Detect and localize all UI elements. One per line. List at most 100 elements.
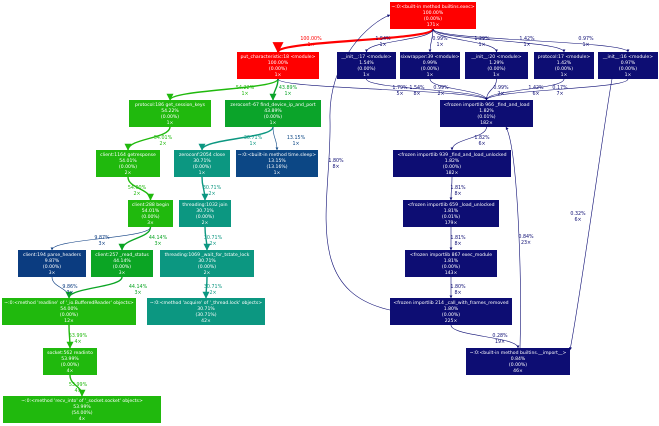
node-stat: 9.87% <box>45 258 60 264</box>
node-box[interactable] <box>129 100 211 127</box>
call-node[interactable]: <frozen importlib 214 _call_with_frames_… <box>390 298 512 325</box>
call-node[interactable]: ~:0:<built-in method builtins.__import__… <box>466 348 570 375</box>
node-stat: (0.00%) <box>43 264 61 270</box>
call-edge <box>272 126 279 151</box>
node-stat: (0.00%) <box>193 164 211 170</box>
node-stat: 143× <box>445 270 458 276</box>
node-box[interactable] <box>598 52 658 79</box>
node-title: sixwrapper:39 <module> <box>400 54 459 60</box>
node-stat: (0.00%) <box>442 264 460 270</box>
call-node[interactable]: __init__:17 <module>1.54%(0.00%)1× <box>337 52 396 79</box>
node-box[interactable] <box>179 200 231 227</box>
node-box[interactable] <box>440 100 533 127</box>
node-box[interactable] <box>236 150 318 177</box>
node-stat: (0.00%) <box>198 264 216 270</box>
call-node[interactable]: <frozen importlib 939 _find_and_load_unl… <box>393 150 511 177</box>
node-box[interactable] <box>91 250 153 277</box>
edge-label: 54.00%2× <box>128 185 147 197</box>
node-stat: 53.99% <box>61 356 79 362</box>
edge-label: 30.71%2× <box>204 235 223 247</box>
node-stat: 1× <box>167 120 174 126</box>
node-box[interactable] <box>160 250 254 277</box>
node-title: protocol:186 get_session_keys <box>135 102 206 108</box>
call-node[interactable]: threading:1069 _wait_for_tstate_lock30.7… <box>160 250 254 277</box>
node-title: ~:0:<method 'recv_into' of '_socket.sock… <box>21 398 143 404</box>
call-node[interactable]: <frozen importlib 659 _load_unlocked1.81… <box>403 200 499 227</box>
node-box[interactable] <box>43 348 97 375</box>
node-title: ~:0:<built-in method time.sleep> <box>238 152 316 158</box>
node-stat: 2× <box>204 270 211 276</box>
node-title: <frozen importlib 939 _find_and_load_unl… <box>397 152 506 158</box>
node-box[interactable] <box>405 250 497 277</box>
node-box[interactable] <box>403 200 499 227</box>
call-edge <box>203 226 211 251</box>
node-stat: (30.71%) <box>195 312 216 318</box>
call-node[interactable]: ~:0:<method 'recv_into' of '_socket.sock… <box>3 396 161 423</box>
edge-label: 53.99%4× <box>69 382 88 394</box>
call-node[interactable]: ~:0:<built-in method builtins.exec>100.0… <box>390 2 476 29</box>
node-box[interactable] <box>3 396 161 423</box>
call-node[interactable]: protocol:17 <module>1.42%(0.00%)1× <box>534 52 594 79</box>
node-stat: 2× <box>202 220 209 226</box>
call-node[interactable]: protocol:186 get_session_keys54.22%(0.00… <box>129 100 211 127</box>
node-title: <frozen importlib 659 _load_unlocked <box>407 202 494 208</box>
call-node[interactable]: sixwrapper:39 <module>0.99%(0.00%)1× <box>400 52 460 79</box>
node-box[interactable] <box>400 52 460 79</box>
call-edge <box>198 126 274 151</box>
node-box[interactable] <box>147 298 265 325</box>
node-box[interactable] <box>2 298 136 325</box>
call-edge <box>429 78 488 101</box>
call-node[interactable]: ~:0:<method 'readline' of '_io.BufferedR… <box>2 298 136 325</box>
call-edge <box>505 126 521 349</box>
call-node[interactable]: __init__:20 <module>1.29%(0.00%)1× <box>465 52 528 79</box>
edge-label: 0.99%1× <box>432 36 448 48</box>
node-stat: 179× <box>445 220 458 226</box>
node-box[interactable] <box>390 298 512 325</box>
node-stat: 30.71% <box>193 158 211 164</box>
node-box[interactable] <box>534 52 594 79</box>
node-stat: 225× <box>445 318 458 324</box>
call-edge <box>166 78 279 101</box>
node-stat: 54.01% <box>119 158 137 164</box>
call-node[interactable]: ~:0:<built-in method time.sleep>13.15%(1… <box>236 150 318 177</box>
node-title: __init__:17 <module> <box>340 54 391 60</box>
node-stat: 1.80% <box>444 306 459 312</box>
edge-label: 44.14%3× <box>129 284 148 296</box>
call-node[interactable]: __init__:16 <module>0.97%(0.00%)1× <box>598 52 658 79</box>
node-box[interactable] <box>465 52 528 79</box>
edge-label: 1.81%8× <box>450 235 466 247</box>
node-box[interactable] <box>390 2 476 29</box>
call-node[interactable]: ~:0:<method 'acquire' of '_thread.lock' … <box>147 298 265 325</box>
node-stat: (54.00%) <box>71 410 92 416</box>
node-box[interactable] <box>174 150 230 177</box>
node-title: ~:0:<built-in method builtins.__import__… <box>470 350 567 356</box>
node-box[interactable] <box>466 348 570 375</box>
edge-label: 1.82%6× <box>474 135 490 147</box>
node-box[interactable] <box>393 150 511 177</box>
call-node[interactable]: <frozen importlib 867 exec_module1.81%(0… <box>405 250 497 277</box>
node-stat: 1.42% <box>557 60 572 66</box>
node-box[interactable] <box>18 250 86 277</box>
node-box[interactable] <box>225 100 321 127</box>
node-stat: 1.82% <box>445 158 460 164</box>
call-node[interactable]: zeroconf:-67 find_device_ip_and_port43.8… <box>225 100 321 127</box>
node-title: client:1164 getresponse <box>100 152 156 158</box>
call-node[interactable]: put_characteristic:18 <module>100.00%(0.… <box>237 52 319 79</box>
node-title: client:257 _read_status <box>95 252 149 258</box>
node-title: ~:0:<method 'acquire' of '_thread.lock' … <box>150 300 262 306</box>
node-box[interactable] <box>237 52 319 79</box>
node-box[interactable] <box>337 52 396 79</box>
call-node[interactable]: <frozen importlib 966 _find_and_load1.82… <box>440 100 533 127</box>
edge-label: 1.42%6× <box>528 85 544 97</box>
node-box[interactable] <box>96 150 160 177</box>
node-box[interactable] <box>128 200 173 227</box>
edge-label: 1.42%1× <box>519 36 535 48</box>
node-stat: (0.00%) <box>421 66 439 72</box>
